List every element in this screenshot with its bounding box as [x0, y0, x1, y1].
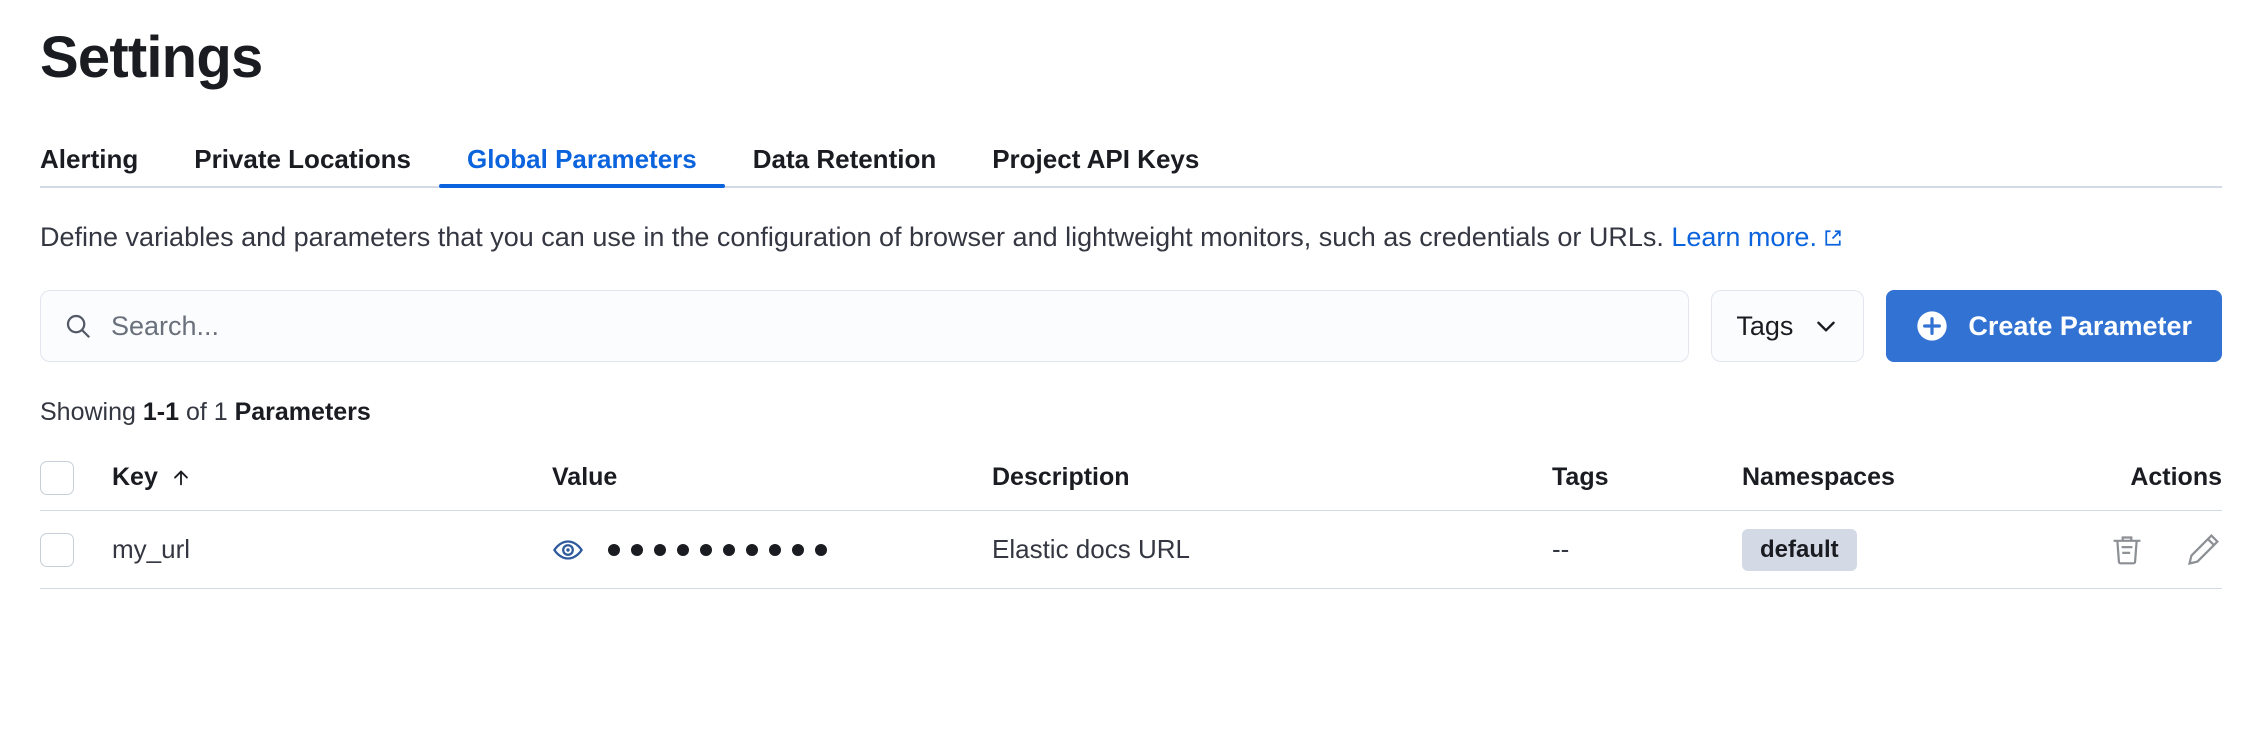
learn-more-link[interactable]: Learn more.	[1671, 222, 1843, 252]
external-link-icon	[1823, 228, 1843, 248]
table-header-row: Key Value Description Tags Namespaces Ac…	[40, 445, 2222, 512]
cell-namespaces: default	[1742, 528, 2022, 571]
namespace-badge: default	[1742, 528, 1857, 571]
edit-pencil-icon[interactable]	[2184, 531, 2222, 569]
summary-range: 1-1	[142, 398, 179, 427]
select-all-checkbox[interactable]	[40, 460, 74, 495]
tags-filter-label: Tags	[1736, 310, 1794, 341]
description-text: Define variables and parameters that you…	[40, 221, 1672, 252]
cell-tags: --	[1552, 534, 1570, 565]
parameters-table: Key Value Description Tags Namespaces Ac…	[40, 445, 2222, 590]
results-summary: Showing 1-1 of 1 Parameters	[40, 398, 2222, 427]
column-header-actions: Actions	[2130, 463, 2222, 492]
column-header-value[interactable]: Value	[552, 463, 618, 492]
create-parameter-label: Create Parameter	[1968, 310, 2192, 341]
cell-actions	[2022, 531, 2222, 569]
row-select-checkbox[interactable]	[40, 532, 74, 567]
select-all-cell	[40, 460, 112, 495]
chevron-down-icon	[1813, 313, 1839, 339]
cell-value	[552, 534, 992, 566]
summary-middle: of 1	[179, 398, 235, 427]
column-header-description[interactable]: Description	[992, 463, 1130, 492]
column-header-tags[interactable]: Tags	[1552, 463, 1609, 492]
table-row: my_url Elastic docs URL -- default	[40, 511, 2222, 590]
search-icon	[63, 311, 93, 341]
settings-tabs: Alerting Private Locations Global Parame…	[40, 132, 2222, 188]
tab-data-retention[interactable]: Data Retention	[752, 143, 937, 174]
page-title: Settings	[40, 25, 263, 90]
search-input[interactable]	[111, 291, 1667, 362]
create-parameter-button[interactable]: Create Parameter	[1886, 290, 2222, 363]
tab-alerting[interactable]: Alerting	[40, 143, 139, 174]
tab-private-locations[interactable]: Private Locations	[194, 143, 411, 174]
tags-filter-dropdown[interactable]: Tags	[1711, 290, 1865, 363]
column-header-key[interactable]: Key	[112, 463, 552, 492]
page-description: Define variables and parameters that you…	[40, 218, 2222, 256]
row-select-cell	[40, 532, 112, 567]
column-header-key-label: Key	[112, 463, 158, 492]
plus-circle-icon	[1916, 310, 1948, 342]
tab-project-api-keys[interactable]: Project API Keys	[992, 143, 1200, 174]
column-header-namespaces[interactable]: Namespaces	[1742, 463, 1895, 492]
cell-description: Elastic docs URL	[992, 534, 1190, 565]
eye-icon[interactable]	[552, 534, 584, 566]
delete-icon[interactable]	[2108, 531, 2146, 569]
tab-global-parameters[interactable]: Global Parameters	[438, 146, 725, 188]
sort-arrow-up-icon	[170, 467, 192, 489]
search-box[interactable]	[40, 290, 1690, 363]
cell-key: my_url	[112, 534, 191, 565]
controls-row: Tags Create Parameter	[40, 290, 2222, 363]
learn-more-label: Learn more.	[1671, 221, 1817, 252]
summary-entity: Parameters	[234, 398, 371, 427]
masked-value	[608, 543, 827, 556]
summary-prefix: Showing	[40, 398, 143, 427]
